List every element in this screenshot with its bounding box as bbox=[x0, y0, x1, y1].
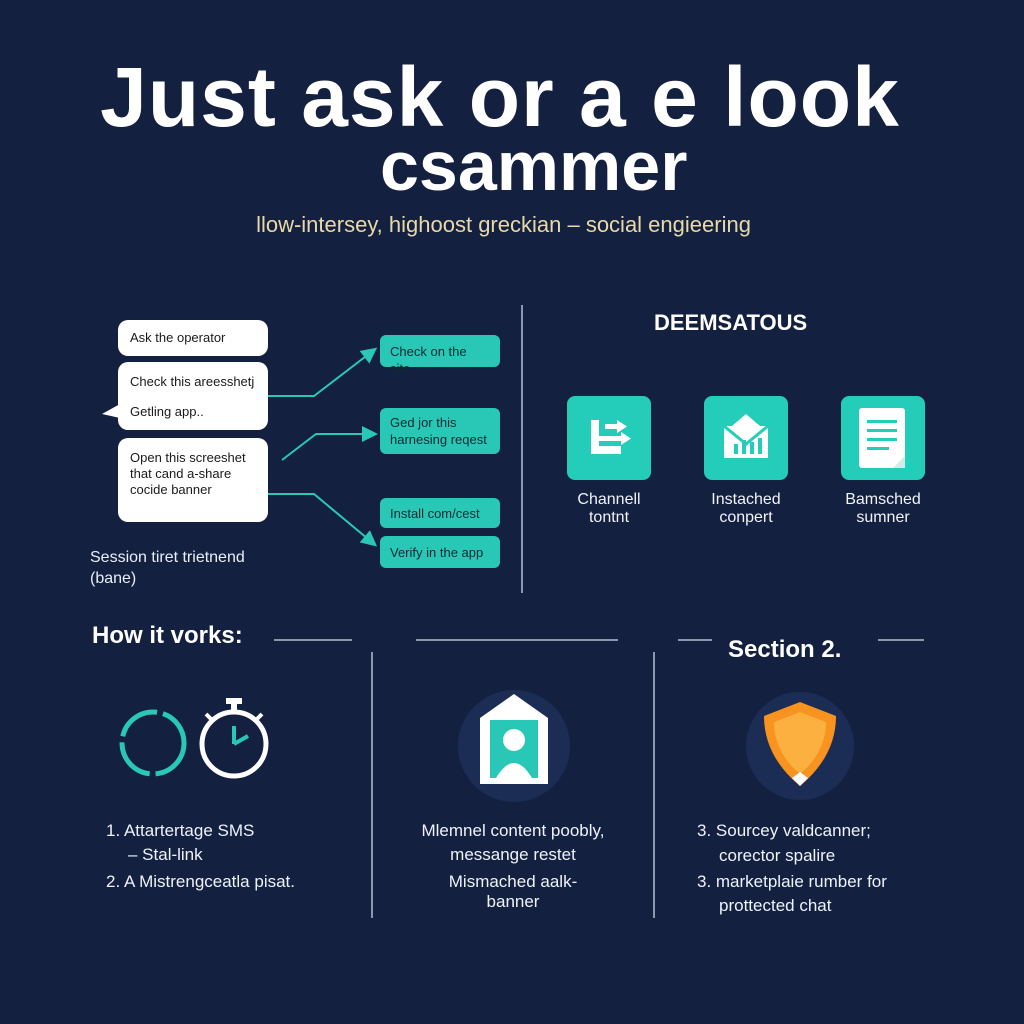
chat-bubble-text: Ask the operator bbox=[130, 330, 226, 345]
tile-label-line1: Instached bbox=[711, 491, 781, 508]
step-line: corector spalire bbox=[719, 846, 836, 865]
chat-bubble-line: Open this screeshet bbox=[130, 450, 246, 465]
bubble-tail-icon bbox=[102, 404, 120, 418]
step-line: 3. marketplaie rumber for bbox=[697, 872, 887, 891]
chat-bubble-ask-operator: Ask the operator bbox=[118, 320, 268, 356]
target-text: Install com/cest bbox=[390, 506, 480, 521]
chat-bubble-open-screenshot: Open this screeshet that cand a-share co… bbox=[118, 438, 268, 522]
step-line: 1. Attartertage SMS bbox=[106, 821, 255, 840]
target-text: Verify in the app bbox=[390, 545, 484, 560]
target-harnessing-request: Ged jor this harnesing reqest bbox=[380, 408, 500, 454]
target-text: harnesing reqest bbox=[390, 432, 487, 447]
chart-envelope-icon bbox=[723, 414, 769, 458]
target-check-site: Check on the site bbox=[380, 335, 500, 376]
user-badge-icon bbox=[458, 690, 570, 802]
target-verify-app: Verify in the app bbox=[380, 536, 500, 568]
chat-bubble-line: Check this areesshetj bbox=[130, 374, 255, 389]
tile-label-line1: Channell bbox=[577, 491, 641, 508]
divider-vertical bbox=[521, 305, 523, 593]
how-it-works-heading: How it vorks: bbox=[92, 622, 243, 649]
chat-bubble-line: Getling app.. bbox=[130, 404, 204, 419]
target-text: Ged jor this bbox=[390, 415, 457, 430]
tile-bamsched bbox=[841, 396, 925, 480]
chat-bubble-line: cocide banner bbox=[130, 482, 212, 497]
step-line: 3. Sourcey valdcanner; bbox=[697, 821, 871, 840]
divider-horizontal bbox=[678, 639, 712, 641]
divider-horizontal bbox=[878, 639, 924, 641]
chat-bubble-check-screenshot: Check this areesshetj Getling app.. bbox=[118, 362, 268, 430]
page-title-line2: csammer bbox=[380, 127, 688, 205]
chat-bubble-line: that cand a-share bbox=[130, 466, 232, 481]
divider-vertical bbox=[653, 652, 655, 918]
page-title: Just ask or a e look bbox=[100, 50, 900, 144]
step-line: – Stal-link bbox=[128, 845, 203, 864]
step-line: banner bbox=[486, 892, 540, 911]
channel-icon bbox=[591, 420, 631, 454]
loading-ring-icon bbox=[119, 709, 187, 777]
divider-vertical bbox=[371, 652, 373, 918]
step-line: prottected chat bbox=[719, 896, 832, 915]
tile-label-line2: tontnt bbox=[588, 509, 630, 526]
target-text: Check on the site bbox=[390, 344, 467, 376]
step-line: 2. A Mistrengceatla pisat. bbox=[106, 872, 295, 891]
shield-icon bbox=[746, 692, 854, 800]
target-install: Install com/cest bbox=[380, 498, 500, 528]
step-line: Mismached aalk- bbox=[448, 872, 578, 891]
tile-label-line1: Bamsched bbox=[845, 491, 921, 508]
divider-horizontal bbox=[274, 639, 352, 641]
chat-caption-line2: (bane) bbox=[90, 570, 137, 587]
step-line: messange restet bbox=[450, 845, 576, 864]
chat-caption-line1: Session tiret trietnend bbox=[90, 549, 245, 566]
divider-horizontal bbox=[416, 639, 618, 641]
connector-arrows bbox=[268, 347, 378, 547]
section2-heading: Section 2. bbox=[728, 636, 842, 663]
tile-channel bbox=[567, 396, 651, 480]
stopwatch-icon bbox=[199, 698, 269, 779]
page-subtitle: llow-intersey, highoost greckian – socia… bbox=[256, 212, 751, 237]
document-icon bbox=[859, 408, 905, 468]
tile-label-line2: sumner bbox=[856, 509, 910, 526]
tile-label-line2: conpert bbox=[719, 509, 773, 526]
tile-instached bbox=[704, 396, 788, 480]
demo-heading: DEEMSATOUS bbox=[654, 310, 808, 335]
step-line: Mlemnel content poobly, bbox=[421, 821, 605, 840]
